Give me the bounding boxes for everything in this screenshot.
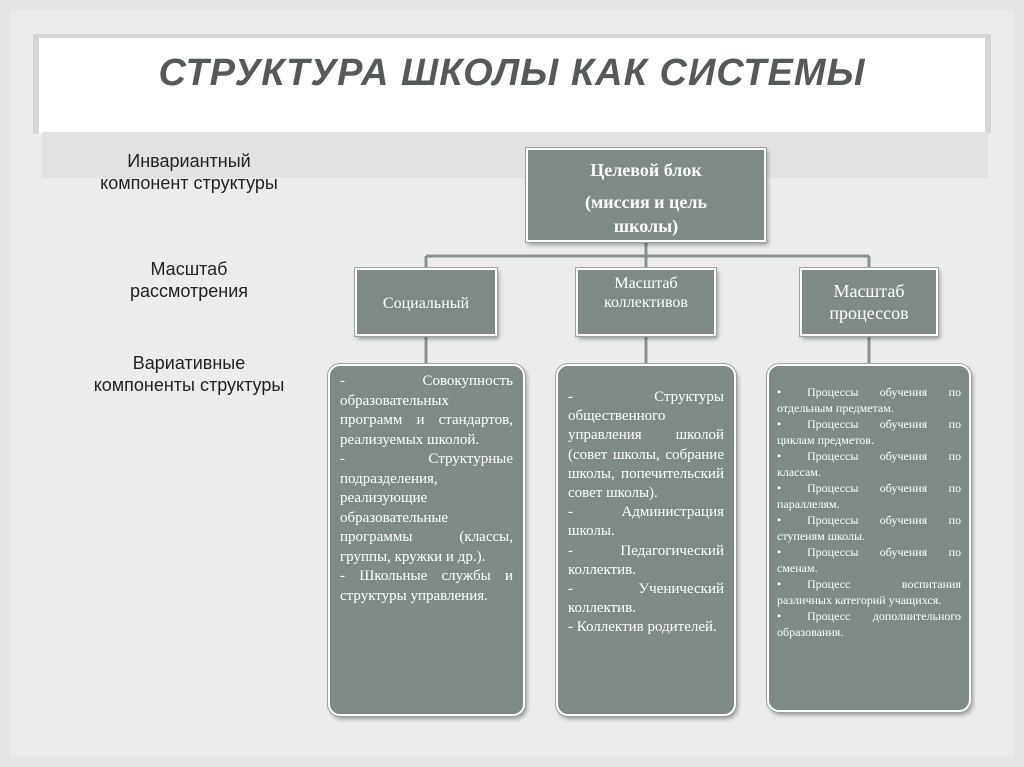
list-item-text: Процессы обучения по классам. [777,449,961,479]
row-label-variative-line1: Вариативные [132,353,246,373]
list-item: •Процессы обучения по отдельным предмета… [777,384,961,416]
scale-collectives-line1: Масштаб [614,275,678,292]
content-strip [42,132,988,178]
scale-social-label: Социальный [382,295,470,312]
bullet-icon: • [777,481,782,495]
slide-title: СТРУКТУРА ШКОЛЫ КАК СИСТЕМЫ [158,52,866,94]
list-item-text: Процессы обучения по циклам предметов. [777,417,961,447]
scale-processes-line1: Масштаб [833,281,905,301]
bullet-icon: • [777,545,782,559]
components-collectives: - Структуры общественного управления шко… [556,364,736,716]
target-block-line2: (миссия и цель [584,192,708,212]
target-block: Целевой блок (миссия и цель школы) [526,148,766,242]
list-item: - Администрация школы. [568,504,724,540]
row-label-invariant-line1: Инвариантный [127,151,251,171]
list-item-text: Процессы обучения по параллелям. [777,481,961,511]
target-block-line3: школы) [613,216,679,236]
scale-social: Социальный [355,268,497,336]
list-item: •Процесс воспитания различных категорий … [777,576,961,608]
target-block-title: Целевой блок [590,160,702,180]
row-label-scale-line2: рассмотрения [129,281,249,301]
list-item: •Процесс дополнительного образования. [777,608,961,640]
bullet-icon: • [777,609,782,623]
list-item: - Школьные службы и структуры управления… [340,568,513,604]
list-item: - Структурные подразделения, реализующие… [340,451,513,565]
row-label-variative: Вариативные компоненты структуры [54,352,324,396]
bullet-icon: • [777,577,782,591]
list-item: - Ученический коллектив. [568,581,724,617]
list-item-text: Процессы обучения по ступеням школы. [777,513,961,543]
scale-collectives-line2: коллективов [604,294,688,311]
title-band: СТРУКТУРА ШКОЛЫ КАК СИСТЕМЫ [33,34,991,134]
list-item: •Процессы обучения по циклам предметов. [777,416,961,448]
list-item: •Процессы обучения по ступеням школы. [777,512,961,544]
list-item: - Совокупность образовательных программ … [340,373,513,448]
row-label-scale: Масштаб рассмотрения [54,258,324,302]
row-label-scale-line1: Масштаб [150,259,228,279]
scale-processes: Масштаб процессов [800,268,938,336]
bullet-icon: • [777,417,782,431]
components-social: - Совокупность образовательных программ … [328,364,525,716]
list-item: •Процессы обучения по параллелям. [777,480,961,512]
bullet-icon: • [777,449,782,463]
list-item: •Процессы обучения по сменам. [777,544,961,576]
list-item: - Педагогический коллектив. [568,542,724,578]
row-label-invariant-line2: компонент структуры [100,173,278,193]
bullet-icon: • [777,385,782,399]
bullet-icon: • [777,513,782,527]
list-item-text: Процессы обучения по сменам. [777,545,961,575]
list-item: - Коллектив родителей. [568,619,717,636]
list-item: •Процессы обучения по классам. [777,448,961,480]
components-processes: •Процессы обучения по отдельным предмета… [767,364,971,712]
row-label-invariant: Инвариантный компонент структуры [54,150,324,194]
list-item-text: Процесс дополнительного образования. [777,609,961,639]
list-item-text: Процессы обучения по отдельным предметам… [777,385,961,415]
scale-collectives: Масштаб коллективов [576,268,716,336]
row-label-variative-line2: компоненты структуры [93,375,285,395]
scale-processes-line2: процессов [829,303,909,323]
list-item: - Структуры общественного управления шко… [568,389,724,502]
list-item-text: Процесс воспитания различных категорий у… [777,577,961,607]
